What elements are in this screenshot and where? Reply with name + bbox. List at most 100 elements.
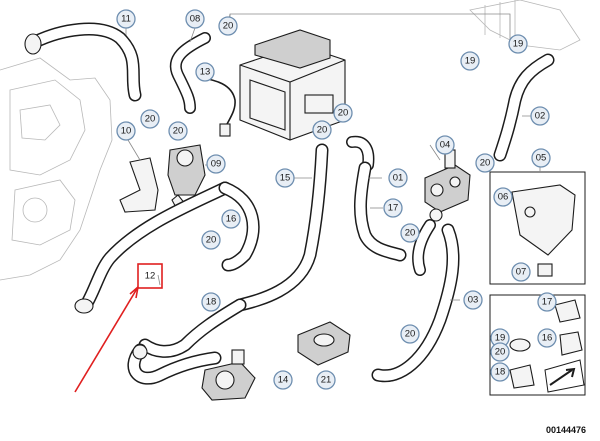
- callout-20: 20: [490, 342, 510, 362]
- callout-label: 20: [338, 108, 349, 119]
- callout-circle: [383, 198, 403, 218]
- sensor-plug-13: [219, 123, 231, 137]
- water-valve-04: [424, 149, 471, 222]
- callout-18: 18: [201, 292, 221, 312]
- callout-12: 12: [145, 271, 156, 282]
- callout-label: 18: [495, 367, 506, 378]
- highlight-arrow-head: [129, 286, 139, 299]
- callout-07: 07: [511, 262, 531, 282]
- callout-label: 16: [226, 214, 237, 225]
- callout-11: 11: [116, 9, 136, 29]
- callout-label: 18: [206, 297, 217, 308]
- callout-label: 20: [405, 228, 416, 239]
- callout-06: 06: [493, 187, 513, 207]
- callout-circle: [218, 16, 238, 36]
- callout-circle: [531, 148, 551, 168]
- callout-label: 14: [278, 375, 289, 386]
- callout-20: 20: [140, 109, 160, 129]
- callout-label: 02: [535, 111, 546, 122]
- callout-13: 13: [195, 62, 215, 82]
- callout-label: 15: [280, 173, 291, 184]
- callout-16: 16: [537, 328, 557, 348]
- callout-label: 13: [200, 67, 211, 78]
- callout-circle: [490, 362, 510, 382]
- callout-09: 09: [206, 154, 226, 174]
- callout-circle: [316, 370, 336, 390]
- callout-label: 08: [190, 14, 201, 25]
- callout-circle: [537, 292, 557, 312]
- callout-circle: [400, 223, 420, 243]
- callout-label: 20: [223, 21, 234, 32]
- callout-circle: [490, 342, 510, 362]
- callout-circle: [201, 292, 221, 312]
- callout-label: 03: [468, 295, 479, 306]
- callout-label: 05: [536, 153, 547, 164]
- callout-circle: [273, 370, 293, 390]
- callout-label: 21: [321, 375, 332, 386]
- callout-circle: [435, 135, 455, 155]
- callout-20: 20: [312, 120, 332, 140]
- callout-label: 06: [498, 192, 509, 203]
- callout-label: 11: [121, 14, 131, 25]
- callout-label: 04: [440, 140, 451, 151]
- mount-21: [297, 321, 351, 366]
- hose-11: [24, 22, 142, 102]
- callout-01: 01: [388, 168, 408, 188]
- callout-circle: [508, 34, 528, 54]
- callout-15: 15: [275, 168, 295, 188]
- callout-label: 07: [516, 267, 527, 278]
- callout-17: 17: [383, 198, 403, 218]
- callout-20: 20: [218, 16, 238, 36]
- callout-label: 19: [465, 56, 476, 67]
- callout-circle: [460, 51, 480, 71]
- hose-15: [233, 143, 329, 312]
- callout-03: 03: [463, 290, 483, 310]
- callout-circle: [537, 328, 557, 348]
- callout-circle: [201, 230, 221, 250]
- callout-circle: [275, 168, 295, 188]
- callout-circle: [221, 209, 241, 229]
- callout-circle: [140, 109, 160, 129]
- callout-circle: [116, 121, 136, 141]
- callout-19: 19: [508, 34, 528, 54]
- callout-label: 20: [317, 125, 328, 136]
- frame-line: [227, 13, 511, 40]
- callout-circle: [168, 121, 188, 141]
- callout-circle: [185, 9, 205, 29]
- callout-label: 16: [542, 333, 553, 344]
- callout-10: 10: [116, 121, 136, 141]
- callout-circle: [511, 262, 531, 282]
- hose-03: [371, 223, 460, 383]
- callout-20: 20: [201, 230, 221, 250]
- callout-17: 17: [537, 292, 557, 312]
- callout-circle: [116, 9, 136, 29]
- callout-label: 20: [173, 126, 184, 137]
- callout-label: 20: [495, 347, 506, 358]
- hose-lower-loop: [127, 343, 222, 385]
- callout-group: 11 08 20 13 19 19 02 10 20 20 20 20 09 04 20 05 15 01 06 16…: [116, 9, 557, 390]
- callout-circle: [475, 153, 495, 173]
- callout-label: 20: [145, 114, 156, 125]
- callout-label: 09: [211, 159, 222, 170]
- callout-circle: [195, 62, 215, 82]
- callout-20: 20: [168, 121, 188, 141]
- bracket-10: [119, 157, 159, 213]
- auxiliary-heater-unit: [239, 29, 346, 141]
- callout-20: 20: [333, 103, 353, 123]
- callout-label: 19: [513, 39, 524, 50]
- callout-label: 20: [405, 329, 416, 340]
- callout-16: 16: [221, 209, 241, 229]
- callout-label: 17: [388, 203, 399, 214]
- callout-circle: [493, 187, 513, 207]
- callout-20: 20: [475, 153, 495, 173]
- callout-21: 21: [316, 370, 336, 390]
- highlight-arrow: [74, 286, 139, 393]
- callout-08: 08: [185, 9, 205, 29]
- callout-label: 12: [145, 271, 156, 282]
- callout-circle: [206, 154, 226, 174]
- hose-16: [218, 181, 260, 272]
- water-pump-14: [201, 349, 256, 401]
- callout-20: 20: [400, 223, 420, 243]
- callout-label: 17: [542, 297, 553, 308]
